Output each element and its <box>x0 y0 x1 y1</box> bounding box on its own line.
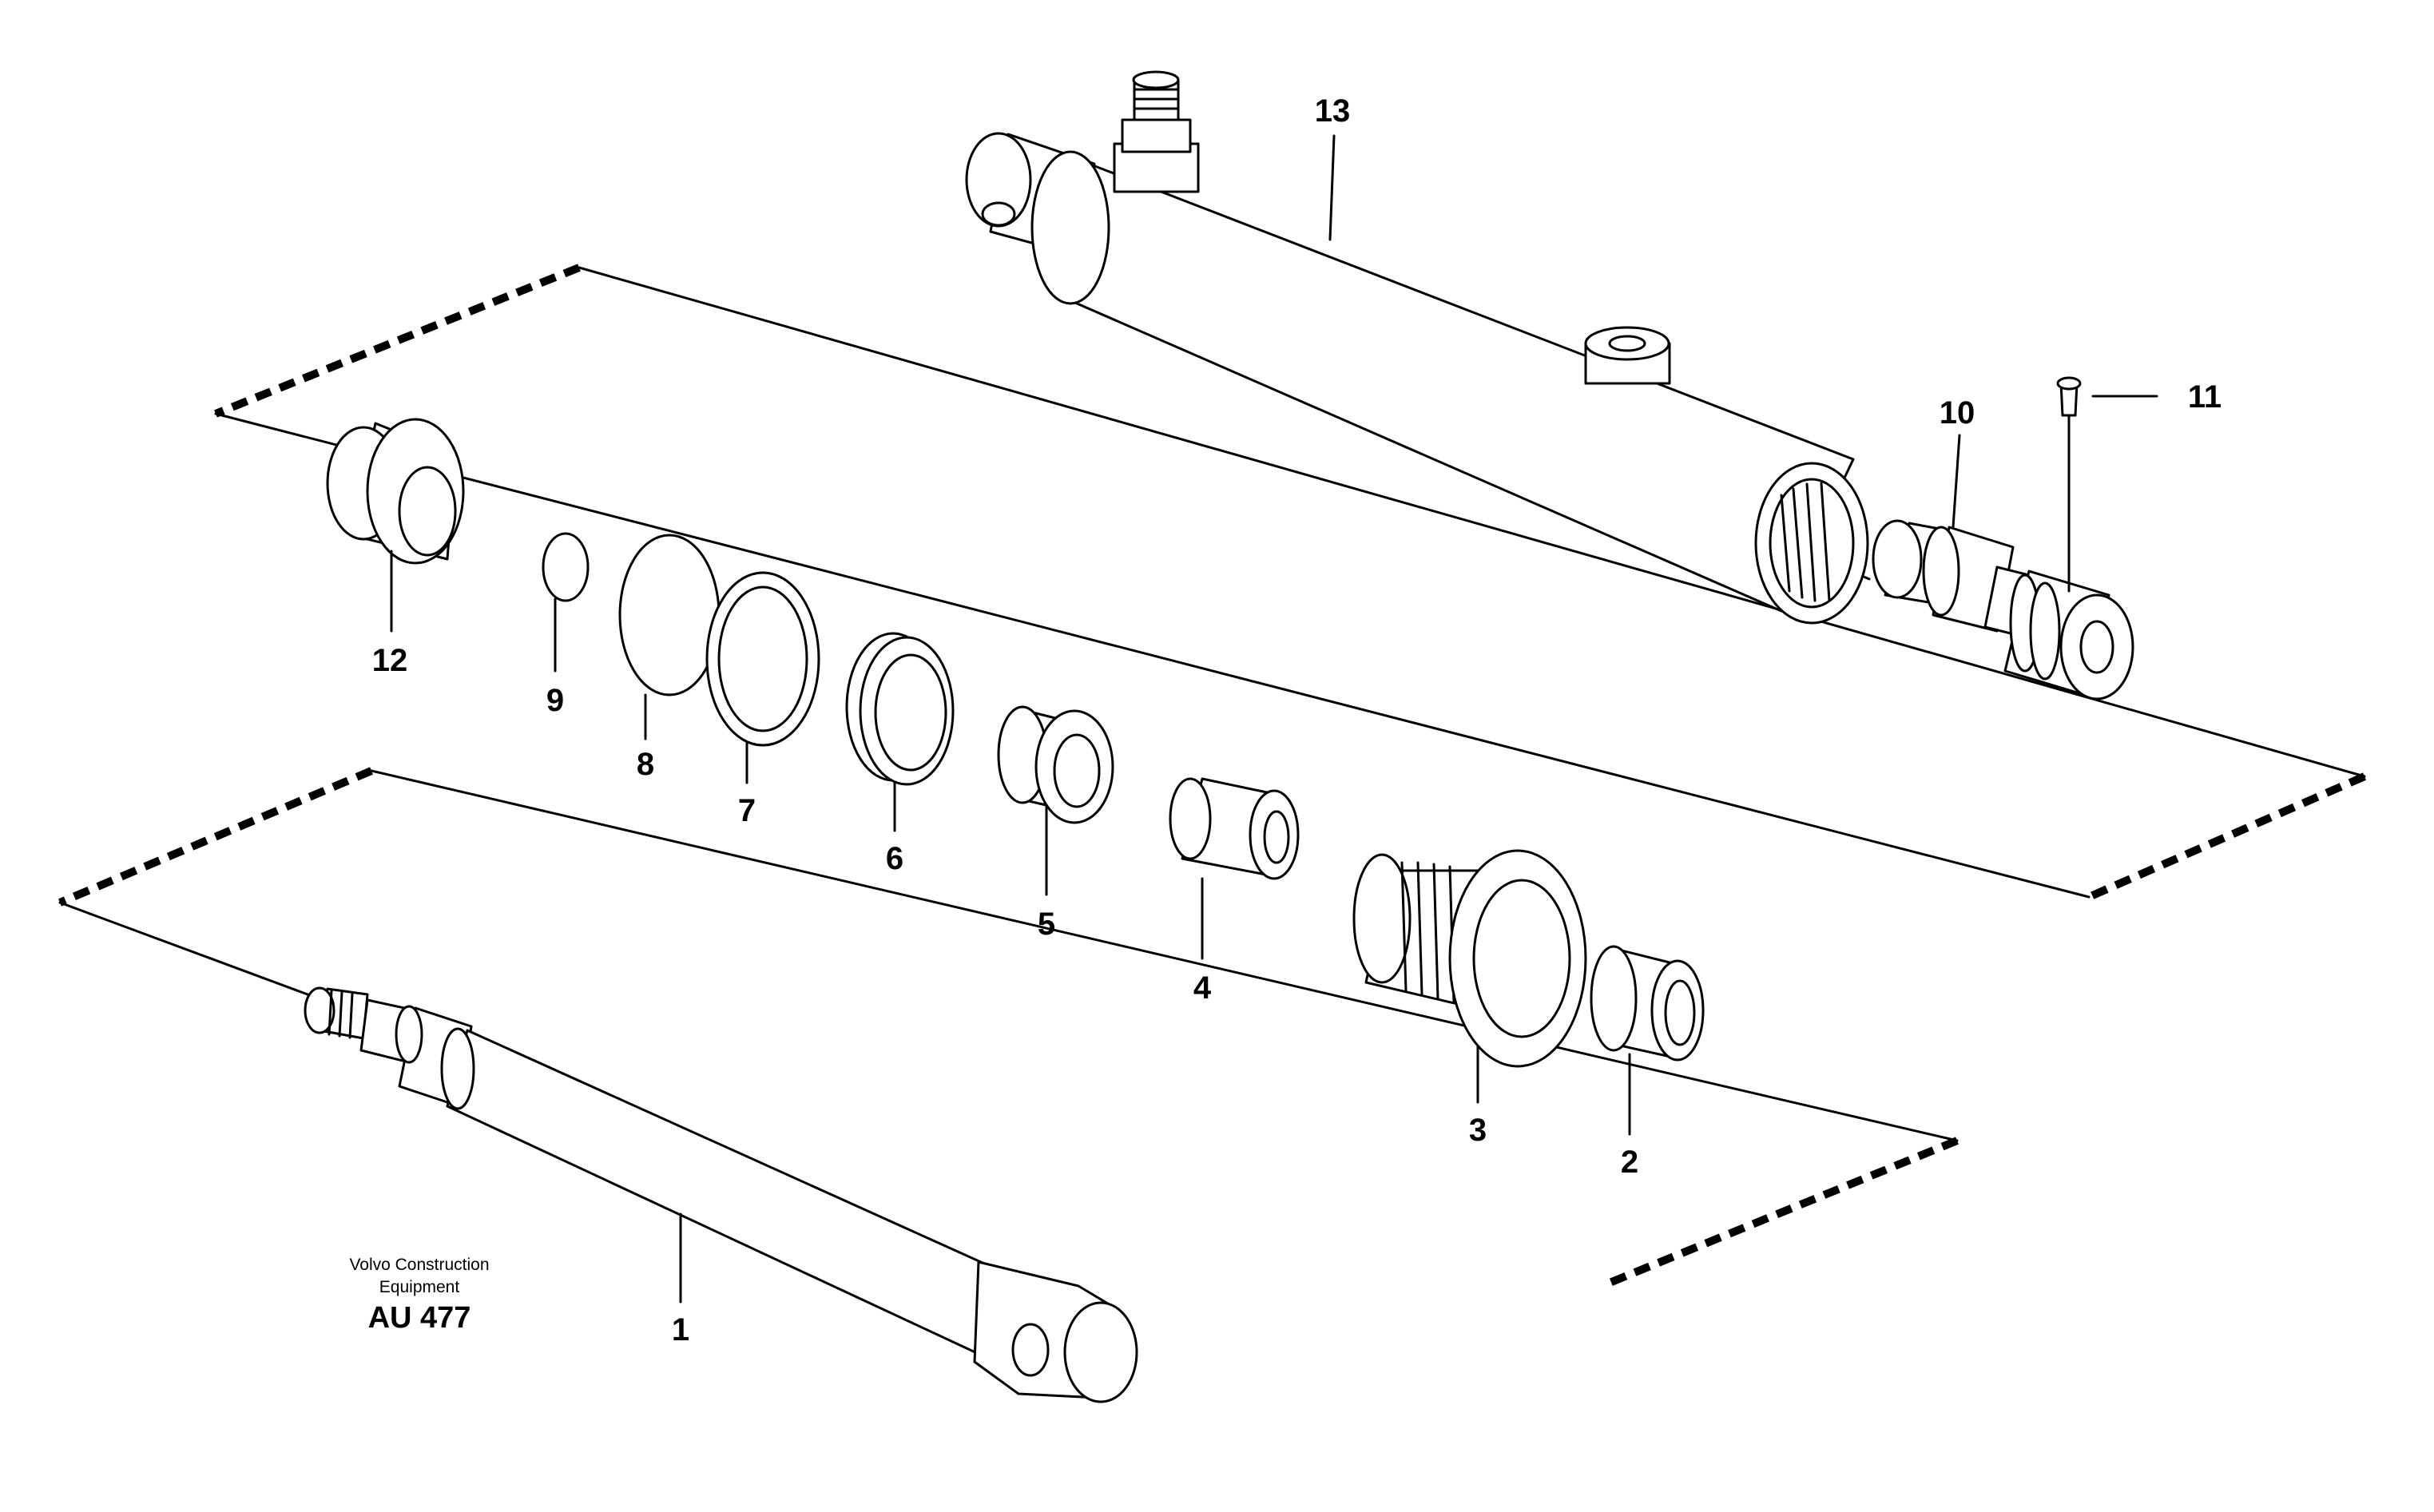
part-13-cylinder-barrel <box>965 70 1869 625</box>
callout-13: 13 <box>1315 93 1351 129</box>
callout-numbers: 13 10 11 12 9 8 7 6 5 4 3 2 1 <box>372 93 2222 1347</box>
part-6-seal <box>845 632 955 786</box>
leader-lines <box>390 134 2158 1304</box>
credit-company: Volvo Construction <box>349 1256 489 1274</box>
callout-12: 12 <box>372 643 408 678</box>
callout-11: 11 <box>2188 379 2222 415</box>
part-8-large-o-ring <box>618 534 721 696</box>
callout-6: 6 <box>886 841 903 876</box>
callout-5: 5 <box>1038 907 1055 942</box>
callout-8: 8 <box>637 747 654 782</box>
credit-code: AU 477 <box>368 1301 471 1335</box>
part-2-nut <box>1590 945 1705 1062</box>
callout-9: 9 <box>546 683 564 718</box>
callout-3: 3 <box>1469 1113 1487 1148</box>
callout-4: 4 <box>1193 970 1212 1006</box>
assembly-lines <box>58 264 2367 1288</box>
part-9-small-o-ring <box>542 532 590 602</box>
part-10-piston <box>1872 519 2134 700</box>
part-4-bushing <box>1169 777 1300 880</box>
callout-1: 1 <box>672 1312 689 1347</box>
callout-10: 10 <box>1940 395 1975 431</box>
part-5-guide-ring <box>997 705 1114 824</box>
callout-2: 2 <box>1621 1145 1638 1180</box>
credit-block: Volvo Construction Equipment AU 477 <box>349 1256 489 1335</box>
part-11-set-screw <box>2056 376 2082 593</box>
part-1-piston-rod <box>304 986 1138 1403</box>
part-12-cylinder-head <box>326 418 465 565</box>
part-7-backup-ring <box>705 571 820 747</box>
part-3-piston-packing <box>1352 849 1587 1068</box>
credit-division: Equipment <box>379 1278 460 1296</box>
callout-7: 7 <box>738 793 756 828</box>
